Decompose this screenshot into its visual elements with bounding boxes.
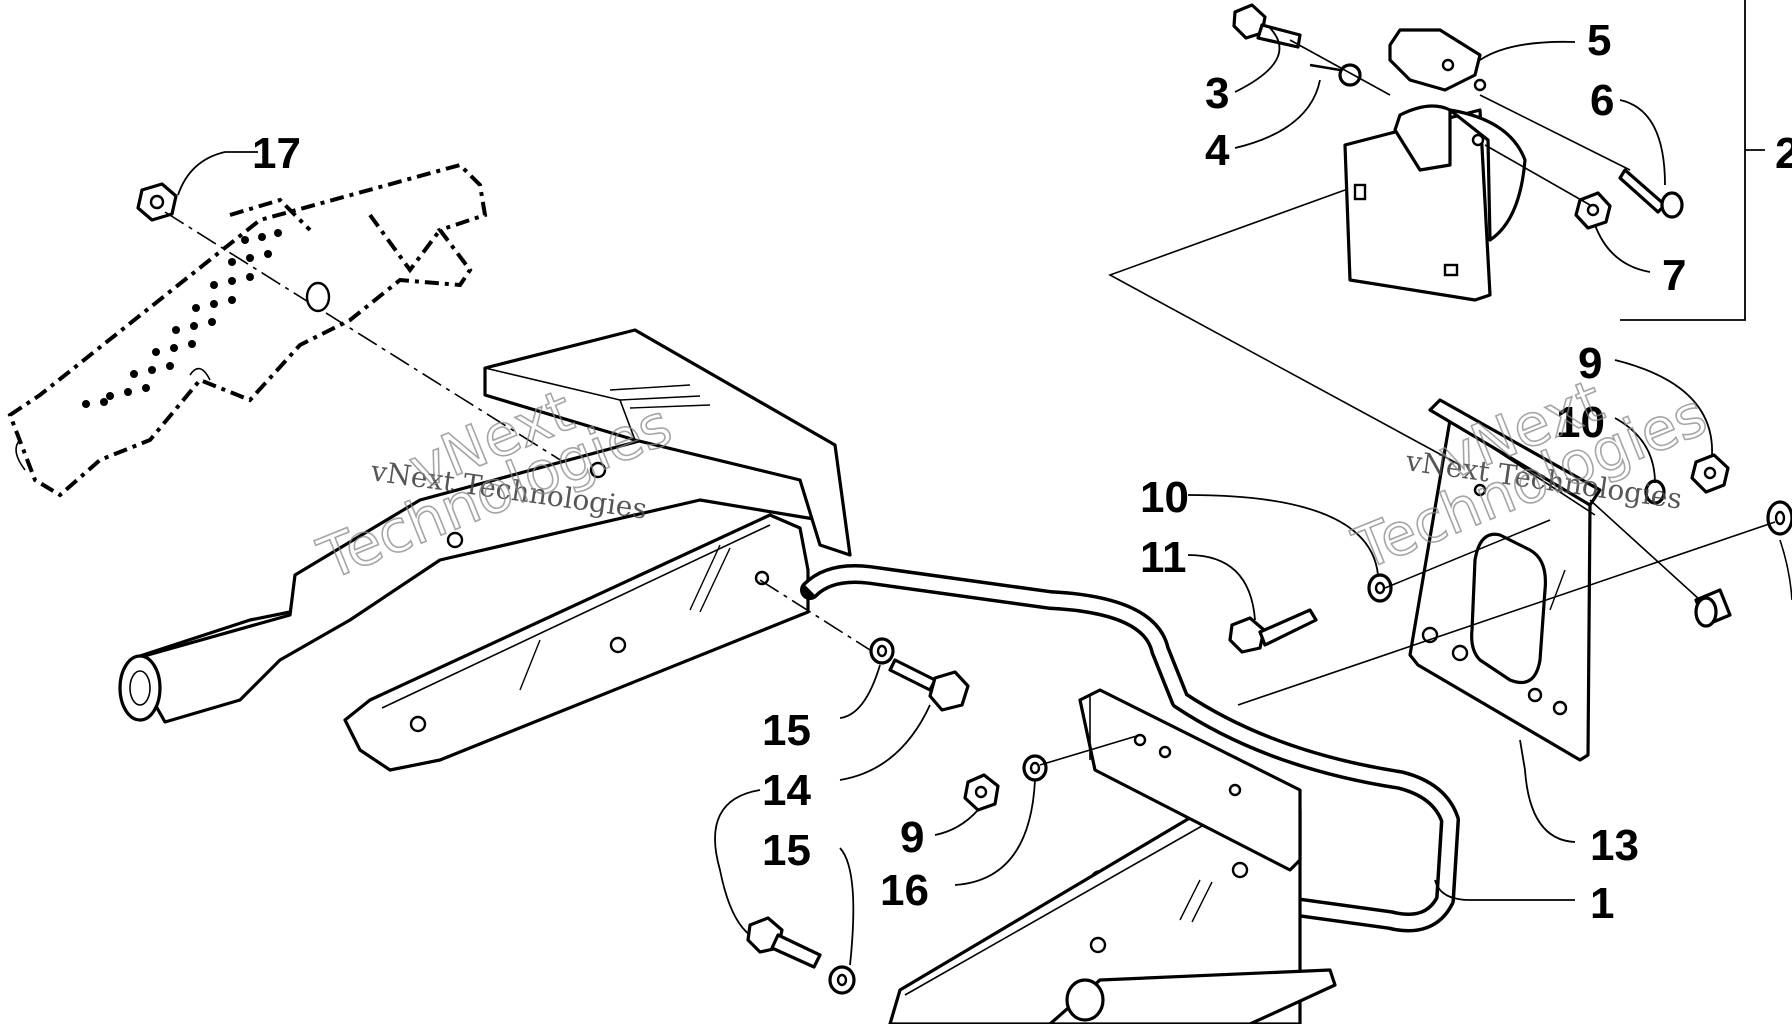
footrest-perforations	[82, 229, 282, 408]
callout-4: 4	[1205, 126, 1230, 175]
callout-15-lower: 15	[762, 826, 811, 875]
assembly-leader	[1108, 189, 1461, 466]
callout-11: 11	[1140, 533, 1187, 582]
leader-offscreen	[1779, 539, 1792, 601]
callout-15-upper: 15	[762, 706, 811, 755]
pin-6	[1618, 168, 1684, 219]
callout-7: 7	[1662, 251, 1686, 300]
leaders	[177, 27, 1713, 966]
callout-10-left: 10	[1140, 473, 1189, 522]
callout-3: 3	[1205, 69, 1229, 118]
upper-hood	[483, 328, 852, 557]
bolt-14-upper	[888, 658, 970, 712]
mount-plate-13	[1408, 398, 1602, 762]
alignment-line-3	[1289, 39, 1391, 96]
alignment-line-16	[1039, 734, 1141, 766]
nut-9-lower	[963, 773, 1000, 812]
callout-6: 6	[1590, 76, 1614, 125]
callout-labels: 17 3 4 5 6 7 2 9 10 10 11 13 15 14 15 9 …	[252, 16, 1792, 928]
tube-frame	[800, 564, 1460, 933]
callout-5: 5	[1587, 16, 1611, 65]
bottom-bar	[1048, 968, 1337, 1024]
callout-13: 13	[1590, 821, 1639, 870]
nut-7	[1574, 191, 1612, 230]
callout-10-right: 10	[1556, 398, 1605, 447]
washer-10-left	[1367, 573, 1393, 603]
nut-17	[136, 182, 178, 222]
nut-9-right	[1690, 453, 1730, 494]
callout-1: 1	[1590, 879, 1614, 928]
alignment-line-17	[164, 211, 641, 511]
bolt-14-lower	[746, 916, 822, 969]
assembly-bracket	[1620, 0, 1746, 321]
callout-16: 16	[880, 866, 929, 915]
left-bracket	[118, 428, 822, 724]
spring-4	[1309, 63, 1362, 87]
callout-9-lower: 9	[900, 813, 924, 862]
alignment-line-right	[1237, 521, 1776, 706]
callout-2: 2	[1775, 129, 1792, 178]
washer-16	[1022, 754, 1048, 782]
washer-15-lower	[828, 965, 856, 995]
bolt-3	[1232, 3, 1302, 49]
latch-assembly	[1343, 28, 1527, 302]
bolt-11	[1228, 608, 1318, 654]
washer-right-edge	[1766, 500, 1792, 536]
alignment-line-7	[1484, 144, 1591, 206]
alignment-line-6	[1479, 94, 1631, 171]
alignment-line-10	[1384, 519, 1551, 589]
alignment-line-14	[759, 579, 871, 651]
callout-17: 17	[252, 129, 301, 178]
callout-9-right: 9	[1578, 339, 1602, 388]
phantom-footrest	[7, 162, 488, 498]
alignment-line-spacer	[1589, 499, 1701, 601]
callout-14: 14	[762, 766, 811, 815]
washer-15-upper	[869, 637, 895, 665]
spacer	[1694, 588, 1732, 628]
